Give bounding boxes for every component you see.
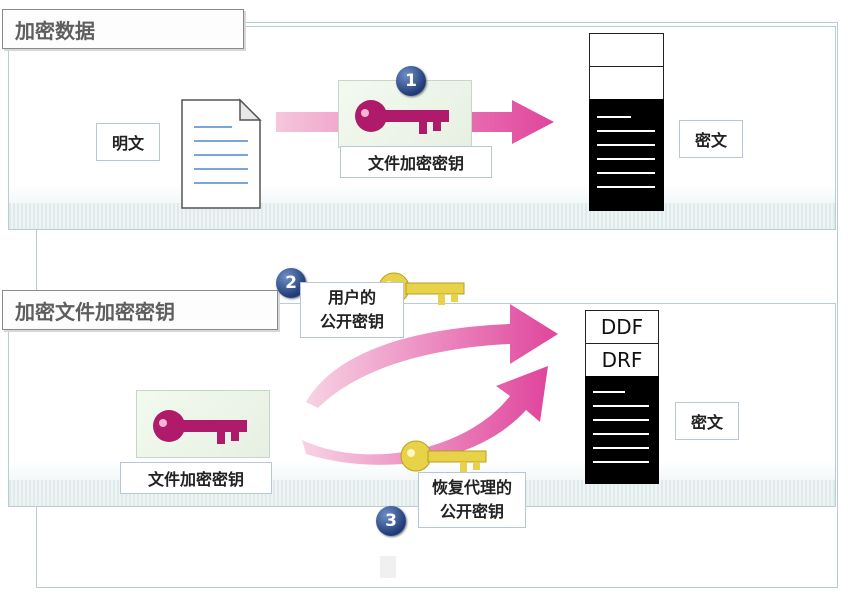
ddf-row: DDF [585,310,659,344]
fek-key-card-top [338,80,472,148]
cipher-header-row [589,66,664,100]
cipher-header-row [589,33,664,67]
ciphertext-label-top: 密文 [679,120,743,158]
fek-label-top: 文件加密密钥 [340,146,492,178]
cipher-body [589,99,664,211]
recovery-public-key-label-line2: 公开密钥 [439,502,504,521]
drf-row: DRF [585,343,659,377]
fek-label-bottom: 文件加密密钥 [120,462,272,494]
cipher-body [585,376,659,484]
panel-texture [9,203,835,229]
user-public-key-label-line2: 公开密钥 [319,312,384,331]
plaintext-label: 明文 [96,123,160,161]
user-public-key-label: 用户的 公开密钥 [300,282,404,338]
document-icon [180,98,262,210]
key-icon [153,410,247,444]
recovery-public-key-label: 恢复代理的 公开密钥 [418,472,526,528]
curved-arrows [296,290,566,470]
user-public-key-label-line1: 用户的 [327,288,376,307]
section-title-encrypt-data: 加密数据 [2,9,244,49]
fek-key-card-bottom [136,390,270,458]
ciphertext-label-bottom: 密文 [675,402,739,440]
recovery-public-key-label-line1: 恢复代理的 [431,478,512,497]
ciphertext-block-bottom: DDF DRF [585,310,659,484]
artifact-mark [380,556,396,578]
key-icon-recovery-public [396,434,496,480]
key-icon [355,100,449,134]
ciphertext-block-top [589,33,664,211]
step-badge-3: 3 [376,506,406,536]
section-title-encrypt-key: 加密文件加密密钥 [2,290,278,330]
step-badge-1: 1 [396,66,426,96]
